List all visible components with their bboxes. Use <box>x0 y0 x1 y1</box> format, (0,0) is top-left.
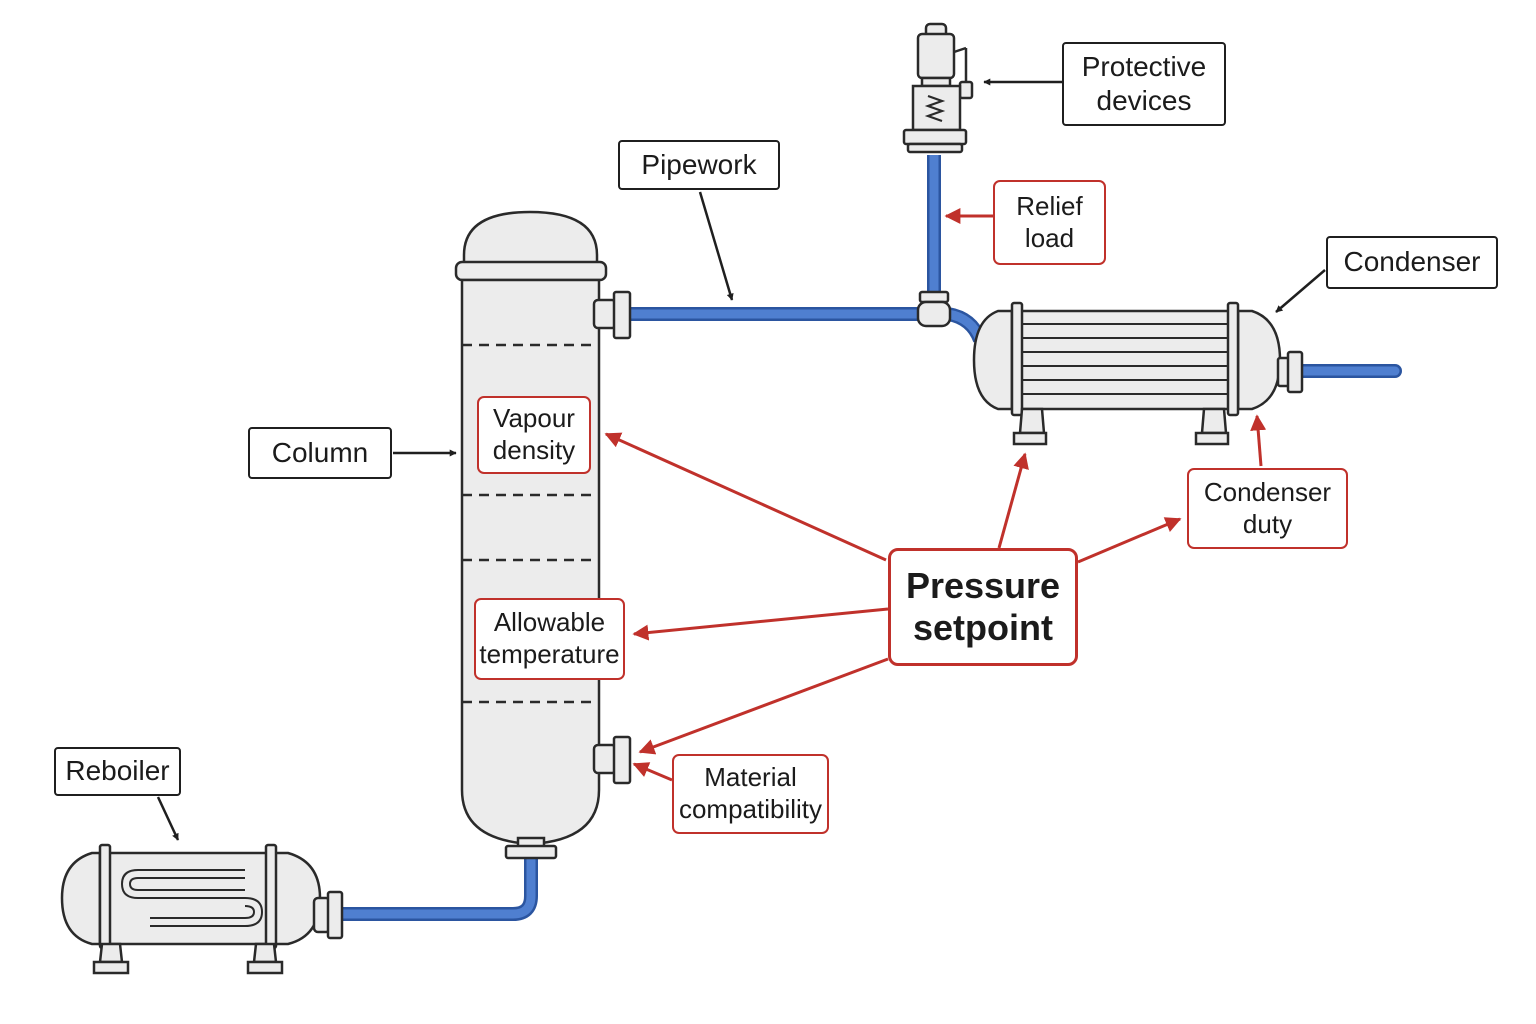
arrow-to-allowable-temperature <box>632 607 889 641</box>
arrow-to-vapour-density <box>604 432 887 562</box>
label-pipework: Pipework <box>618 140 780 190</box>
label-vapour-density: Vapour density <box>477 396 591 474</box>
influence-arrows <box>604 208 1267 782</box>
label-relief-load: Relief load <box>993 180 1106 265</box>
column-vessel <box>454 210 632 860</box>
arrow-to-condenser-support <box>997 452 1029 549</box>
condenser-exchanger <box>972 301 1304 446</box>
label-protective-devices: Protective devices <box>1062 42 1226 126</box>
label-arrows <box>156 78 1326 841</box>
pipework-lines <box>342 155 1402 921</box>
label-pressure-setpoint: Pressure setpoint <box>888 548 1078 666</box>
label-allowable-temperature: Allowable temperature <box>474 598 625 680</box>
label-column: Column <box>248 427 392 479</box>
relief-valve <box>902 22 974 328</box>
arrow-reboiler <box>156 796 180 841</box>
label-condenser-duty: Condenser duty <box>1187 468 1348 549</box>
arrow-to-bottom-nozzle <box>638 657 889 755</box>
arrow-condenser <box>1275 269 1326 313</box>
label-reboiler: Reboiler <box>54 747 181 796</box>
label-material-compatibility: Material compatibility <box>672 754 829 834</box>
arrow-duty-to-condenser <box>1250 414 1267 467</box>
arrow-material-to-nozzle <box>632 762 673 782</box>
label-condenser: Condenser <box>1326 236 1498 289</box>
arrow-to-condenser-duty <box>1077 517 1182 564</box>
reboiler-exchanger <box>60 843 344 975</box>
bottoms-pipe <box>342 858 538 921</box>
arrow-pipework <box>698 191 734 301</box>
